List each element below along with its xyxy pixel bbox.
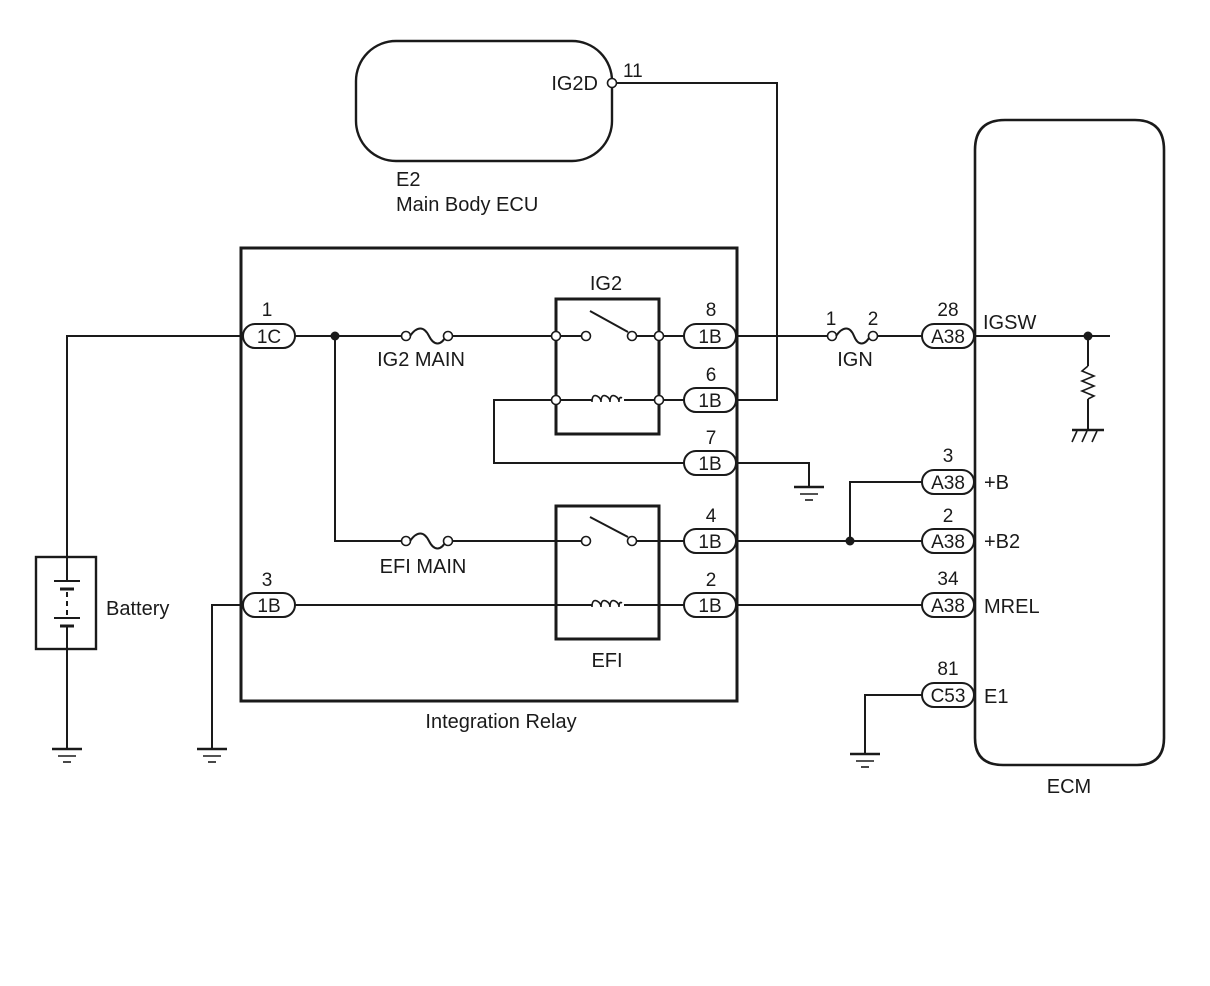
- battery-label: Battery: [106, 598, 169, 620]
- pin-number: 3: [943, 446, 954, 467]
- connector-1b-pin6: 6 1B: [683, 365, 737, 413]
- resistor-icon: [1079, 365, 1097, 400]
- signal-label: +B2: [984, 531, 1020, 553]
- pin-number: 3: [262, 570, 273, 591]
- ig2-main-label: IG2 MAIN: [377, 349, 465, 371]
- pin-number: 81: [937, 659, 958, 680]
- efi-relay-label: EFI: [591, 650, 622, 672]
- wire-ig2d-to-pin6: [617, 82, 778, 401]
- battery: Battery: [34, 335, 241, 748]
- wire-e1-ground: [864, 694, 922, 753]
- main-body-ecu-name: Main Body ECU: [396, 194, 538, 216]
- wire-pin7-ground: [736, 462, 810, 486]
- efi-relay: EFI: [554, 504, 684, 672]
- pin-number: 8: [706, 300, 717, 321]
- pin-number: 7: [706, 428, 717, 449]
- integration-relay-box: [239, 246, 739, 703]
- ecm-connector-mrel: 34 A38 MREL: [921, 569, 1040, 618]
- ig2-relay: IG2: [550, 273, 665, 436]
- connector-code: 1B: [698, 391, 721, 412]
- wire-battery-to-1c: [66, 335, 241, 557]
- ground-icon: [850, 752, 880, 768]
- pin-number: 2: [943, 506, 954, 527]
- signal-label: +B: [984, 472, 1009, 494]
- connector-code: 1B: [698, 596, 721, 617]
- signal-label: MREL: [984, 596, 1040, 618]
- connector-code: A38: [931, 473, 965, 494]
- pin-number: 34: [937, 569, 959, 590]
- connector-code: 1B: [698, 327, 721, 348]
- connector-1b-pin7: 7 1B: [683, 428, 737, 476]
- efi-relay-box: [554, 504, 661, 641]
- connector-code: 1C: [257, 327, 281, 348]
- connector-code: 1B: [257, 596, 280, 617]
- chassis-ground-icon: [1071, 428, 1104, 443]
- connector-code: A38: [931, 327, 965, 348]
- wire-to-efimain: [334, 336, 402, 542]
- connector-code: A38: [931, 596, 965, 617]
- main-body-ecu-code: E2: [396, 169, 420, 191]
- ecm-connector-plus-b: 3 A38 +B: [921, 446, 1009, 495]
- ig2d-pin-number: 11: [623, 61, 643, 82]
- main-body-ecu: IG2D 11 E2 Main Body ECU: [354, 39, 643, 216]
- ig2-main-fuse: IG2 MAIN: [377, 327, 465, 371]
- ig2-switch-contact: [589, 310, 629, 333]
- connector-code: A38: [931, 532, 965, 553]
- ground-icon: [197, 747, 227, 763]
- ecm-label: ECM: [1047, 776, 1091, 798]
- ig2-relay-box: [554, 297, 661, 436]
- ground-icon: [794, 485, 824, 501]
- wire-to-plus-b: [849, 481, 922, 541]
- connector-1b-pin2: 2 1B: [683, 570, 737, 618]
- pin-number: 2: [706, 570, 717, 591]
- connector-code: 1B: [698, 532, 721, 553]
- pin-number: 28: [937, 300, 958, 321]
- ecm-connector-igsw: 28 A38 IGSW: [921, 300, 1036, 349]
- ign-pin-out: 2: [868, 309, 879, 330]
- ign-fuse: 1 2 IGN: [826, 309, 879, 371]
- ig2d-terminal: [606, 77, 618, 89]
- integration-relay-label: Integration Relay: [425, 711, 576, 733]
- main-body-ecu-box: [354, 39, 614, 163]
- connector-code: 1B: [698, 454, 721, 475]
- ecm-connector-plus-b2: 2 A38 +B2: [921, 506, 1020, 554]
- ig2-relay-label: IG2: [590, 273, 622, 295]
- ign-fuse-label: IGN: [837, 349, 873, 371]
- connector-1b-pin4: 4 1B: [683, 506, 737, 554]
- ground-icon: [52, 747, 82, 763]
- signal-label: E1: [984, 686, 1008, 708]
- efi-switch-contact: [589, 516, 629, 538]
- connector-code: C53: [931, 686, 966, 707]
- ig2-coil-icon: [591, 394, 623, 403]
- wire-coil-to-pin7: [493, 399, 684, 464]
- efi-main-label: EFI MAIN: [380, 556, 467, 578]
- pin-number: 4: [706, 506, 717, 527]
- signal-label: IGSW: [983, 312, 1036, 334]
- efi-coil-icon: [591, 599, 623, 608]
- pin-number: 1: [262, 300, 273, 321]
- ecm: ECM: [973, 118, 1166, 798]
- ecm-connector-e1: 81 C53 E1: [921, 659, 1008, 708]
- ig2d-terminal-label: IG2D: [551, 73, 598, 95]
- connector-1c-pin1: 1 1C: [242, 300, 296, 349]
- efi-main-fuse: EFI MAIN: [380, 532, 467, 578]
- connector-1b-pin3: 3 1B: [242, 570, 296, 618]
- ecm-box: [973, 118, 1166, 767]
- pin-number: 6: [706, 365, 717, 386]
- wire-pin3-ground: [211, 604, 243, 748]
- connector-1b-pin8: 8 1B: [683, 300, 737, 349]
- ign-pin-in: 1: [826, 309, 837, 330]
